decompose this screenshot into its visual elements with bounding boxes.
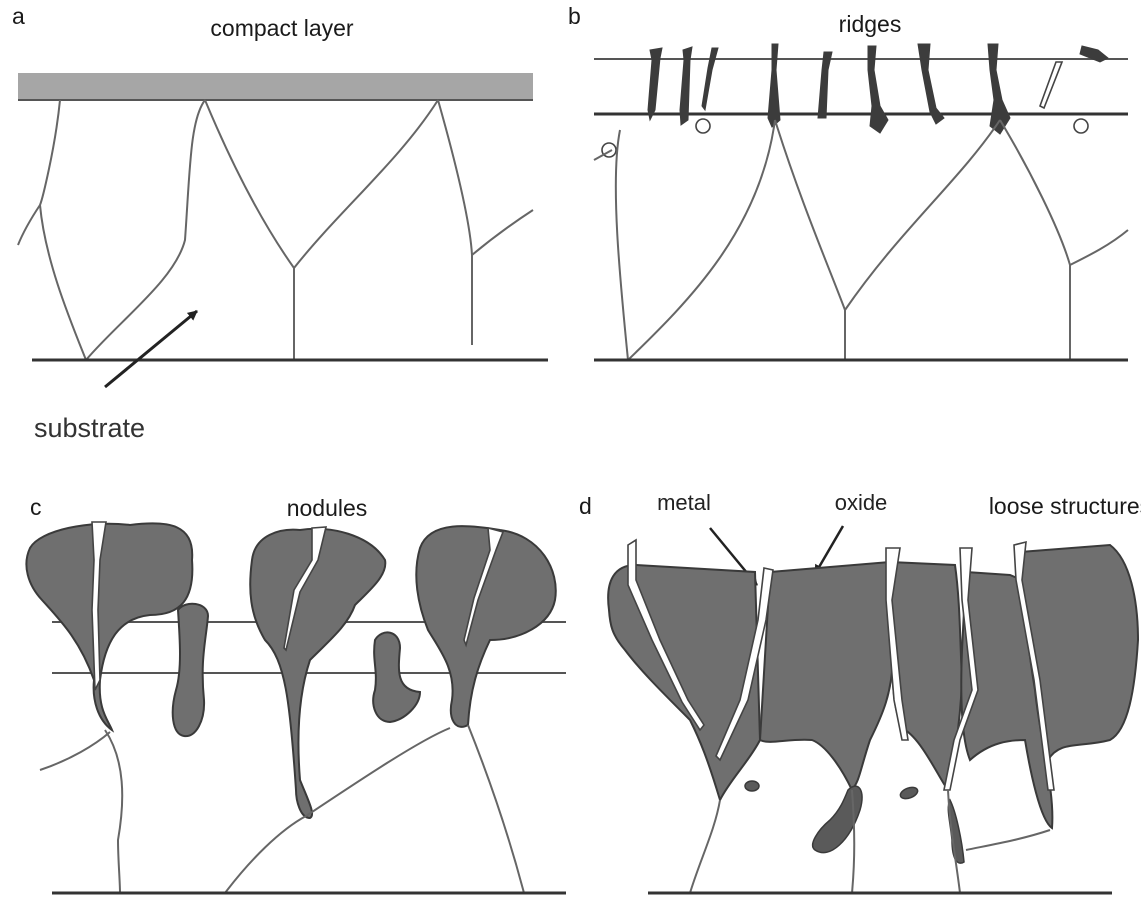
panel-d: d metal oxide loose structures — [579, 490, 1141, 893]
metal-label: metal — [657, 490, 711, 515]
panel-b-letter: b — [568, 3, 581, 29]
panel-a-grain-boundaries — [18, 100, 533, 360]
panel-b-ridges — [648, 44, 1108, 134]
panel-c-nodules — [26, 523, 555, 818]
panel-d-title: loose structures — [989, 493, 1141, 519]
panel-b-grain-boundaries — [594, 120, 1128, 360]
panel-a-letter: a — [12, 3, 25, 29]
panel-b-ridge-tips — [602, 62, 1088, 157]
compact-layer-band — [18, 73, 533, 100]
panel-d-oxide-blocks — [608, 545, 1138, 828]
panel-b-title: ridges — [839, 11, 902, 37]
substrate-label: substrate — [34, 413, 145, 443]
panel-c: c nodules — [26, 494, 566, 893]
oxide-label: oxide — [835, 490, 888, 515]
panel-c-letter: c — [30, 494, 42, 520]
panel-c-title: nodules — [287, 495, 368, 521]
panel-b: b ridges — [568, 3, 1128, 360]
substrate-arrow — [105, 311, 197, 387]
panel-c-grain-boundaries — [40, 725, 524, 893]
panel-d-letter: d — [579, 493, 592, 519]
panel-a-title: compact layer — [210, 15, 354, 41]
panel-a: a compact layer substrate — [12, 3, 548, 443]
panel-d-grain-boundaries — [690, 790, 1050, 893]
